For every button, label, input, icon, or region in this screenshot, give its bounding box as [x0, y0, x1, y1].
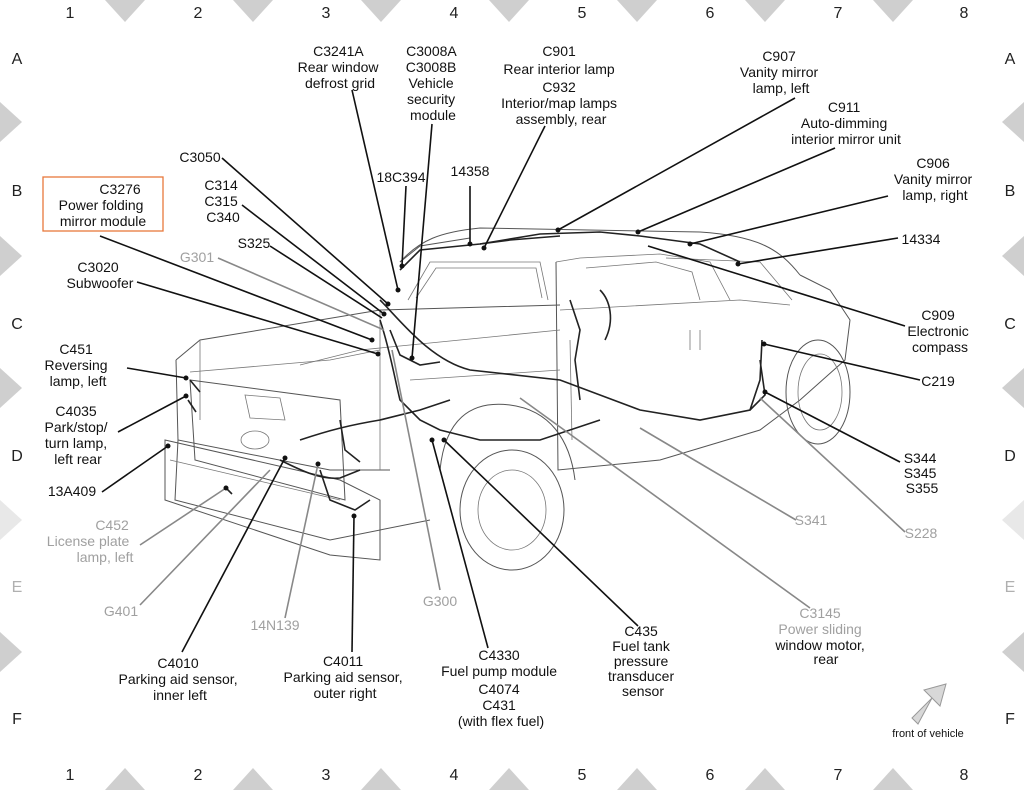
label-s228: S228: [905, 525, 938, 541]
label-g301: G301: [180, 249, 214, 265]
label-c3008: C3008A C3008B Vehicle security module: [406, 43, 460, 123]
row-label-e-right: E: [1005, 579, 1016, 596]
label-14n139: 14N139: [250, 617, 299, 633]
label-c901: C901 Rear interior lamp C932 Interior/ma…: [501, 43, 621, 127]
row-label-f-right: F: [1005, 711, 1015, 728]
label-c219: C219: [921, 373, 955, 389]
row-label-f: F: [12, 711, 22, 728]
col-label-8: 8: [960, 5, 969, 22]
row-label-d-right: D: [1004, 448, 1016, 465]
wiring-harness: [187, 231, 766, 511]
label-s344: S344 S345 S355: [904, 450, 941, 496]
col-label-5-bottom: 5: [578, 767, 587, 784]
row-label-c: C: [11, 316, 23, 333]
label-c3050: C3050: [179, 149, 220, 165]
label-c3145: C3145 Power sliding window motor, rear: [774, 605, 868, 667]
front-arrow-icon: [911, 683, 947, 725]
label-c452: C452 License plate lamp, left: [47, 517, 134, 565]
col-label-8-bottom: 8: [960, 767, 969, 784]
row-label-c-right: C: [1004, 316, 1016, 333]
label-c3241a: C3241A Rear window defrost grid: [298, 43, 383, 91]
label-c909: C909 Electronic compass: [907, 307, 972, 355]
label-14334: 14334: [902, 231, 941, 247]
label-g401: G401: [104, 603, 138, 619]
col-label-6: 6: [706, 5, 715, 22]
col-label-1: 1: [66, 5, 75, 22]
row-label-b: B: [12, 183, 23, 200]
label-18c394: 18C394: [376, 169, 425, 185]
component-labels: C3241A Rear window defrost grid C3008A C…: [42, 43, 976, 729]
col-label-3-bottom: 3: [322, 767, 331, 784]
label-c435: C435 Fuel tank pressure transducer senso…: [608, 623, 678, 699]
label-c3276: C3276 Power folding mirror module: [59, 181, 148, 229]
front-of-vehicle-label: front of vehicle: [892, 728, 964, 740]
col-label-7: 7: [834, 5, 843, 22]
label-c4011: C4011 Parking aid sensor, outer right: [284, 653, 407, 701]
row-label-b-right: B: [1005, 183, 1016, 200]
front-of-vehicle-indicator: front of vehicle: [892, 683, 964, 740]
label-s325: S325: [238, 235, 271, 251]
row-label-e: E: [12, 579, 23, 596]
label-c4330: C4330 Fuel pump module C4074 C431 (with …: [441, 647, 561, 729]
label-c907: C907 Vanity mirror lamp, left: [740, 48, 822, 96]
col-label-5: 5: [578, 5, 587, 22]
label-g300: G300: [423, 593, 457, 609]
col-label-2: 2: [194, 5, 203, 22]
row-label-a: A: [12, 51, 23, 68]
col-label-7-bottom: 7: [834, 767, 843, 784]
label-13a409: 13A409: [48, 483, 96, 499]
row-label-a-right: A: [1005, 51, 1016, 68]
connector-markers: [165, 227, 768, 519]
label-s341: S341: [795, 512, 828, 528]
col-label-3: 3: [322, 5, 331, 22]
c3276-highlight-box: [42, 176, 164, 232]
col-label-6-bottom: 6: [706, 767, 715, 784]
label-c451: C451 Reversing lamp, left: [45, 341, 112, 389]
label-c4010: C4010 Parking aid sensor, inner left: [119, 655, 242, 703]
label-c3020: C3020 Subwoofer: [67, 259, 134, 291]
label-c906: C906 Vanity mirror lamp, right: [894, 155, 976, 203]
label-c4035: C4035 Park/stop/ turn lamp, left rear: [45, 403, 112, 467]
leader-lines: [99, 89, 921, 653]
row-label-d: D: [11, 448, 23, 465]
col-label-4: 4: [450, 5, 459, 22]
col-label-2-bottom: 2: [194, 767, 203, 784]
col-label-1-bottom: 1: [66, 767, 75, 784]
label-14358: 14358: [451, 163, 490, 179]
col-label-4-bottom: 4: [450, 767, 459, 784]
label-c314: C314 C315 C340: [204, 177, 241, 225]
label-c911: C911 Auto-dimming interior mirror unit: [791, 99, 901, 147]
